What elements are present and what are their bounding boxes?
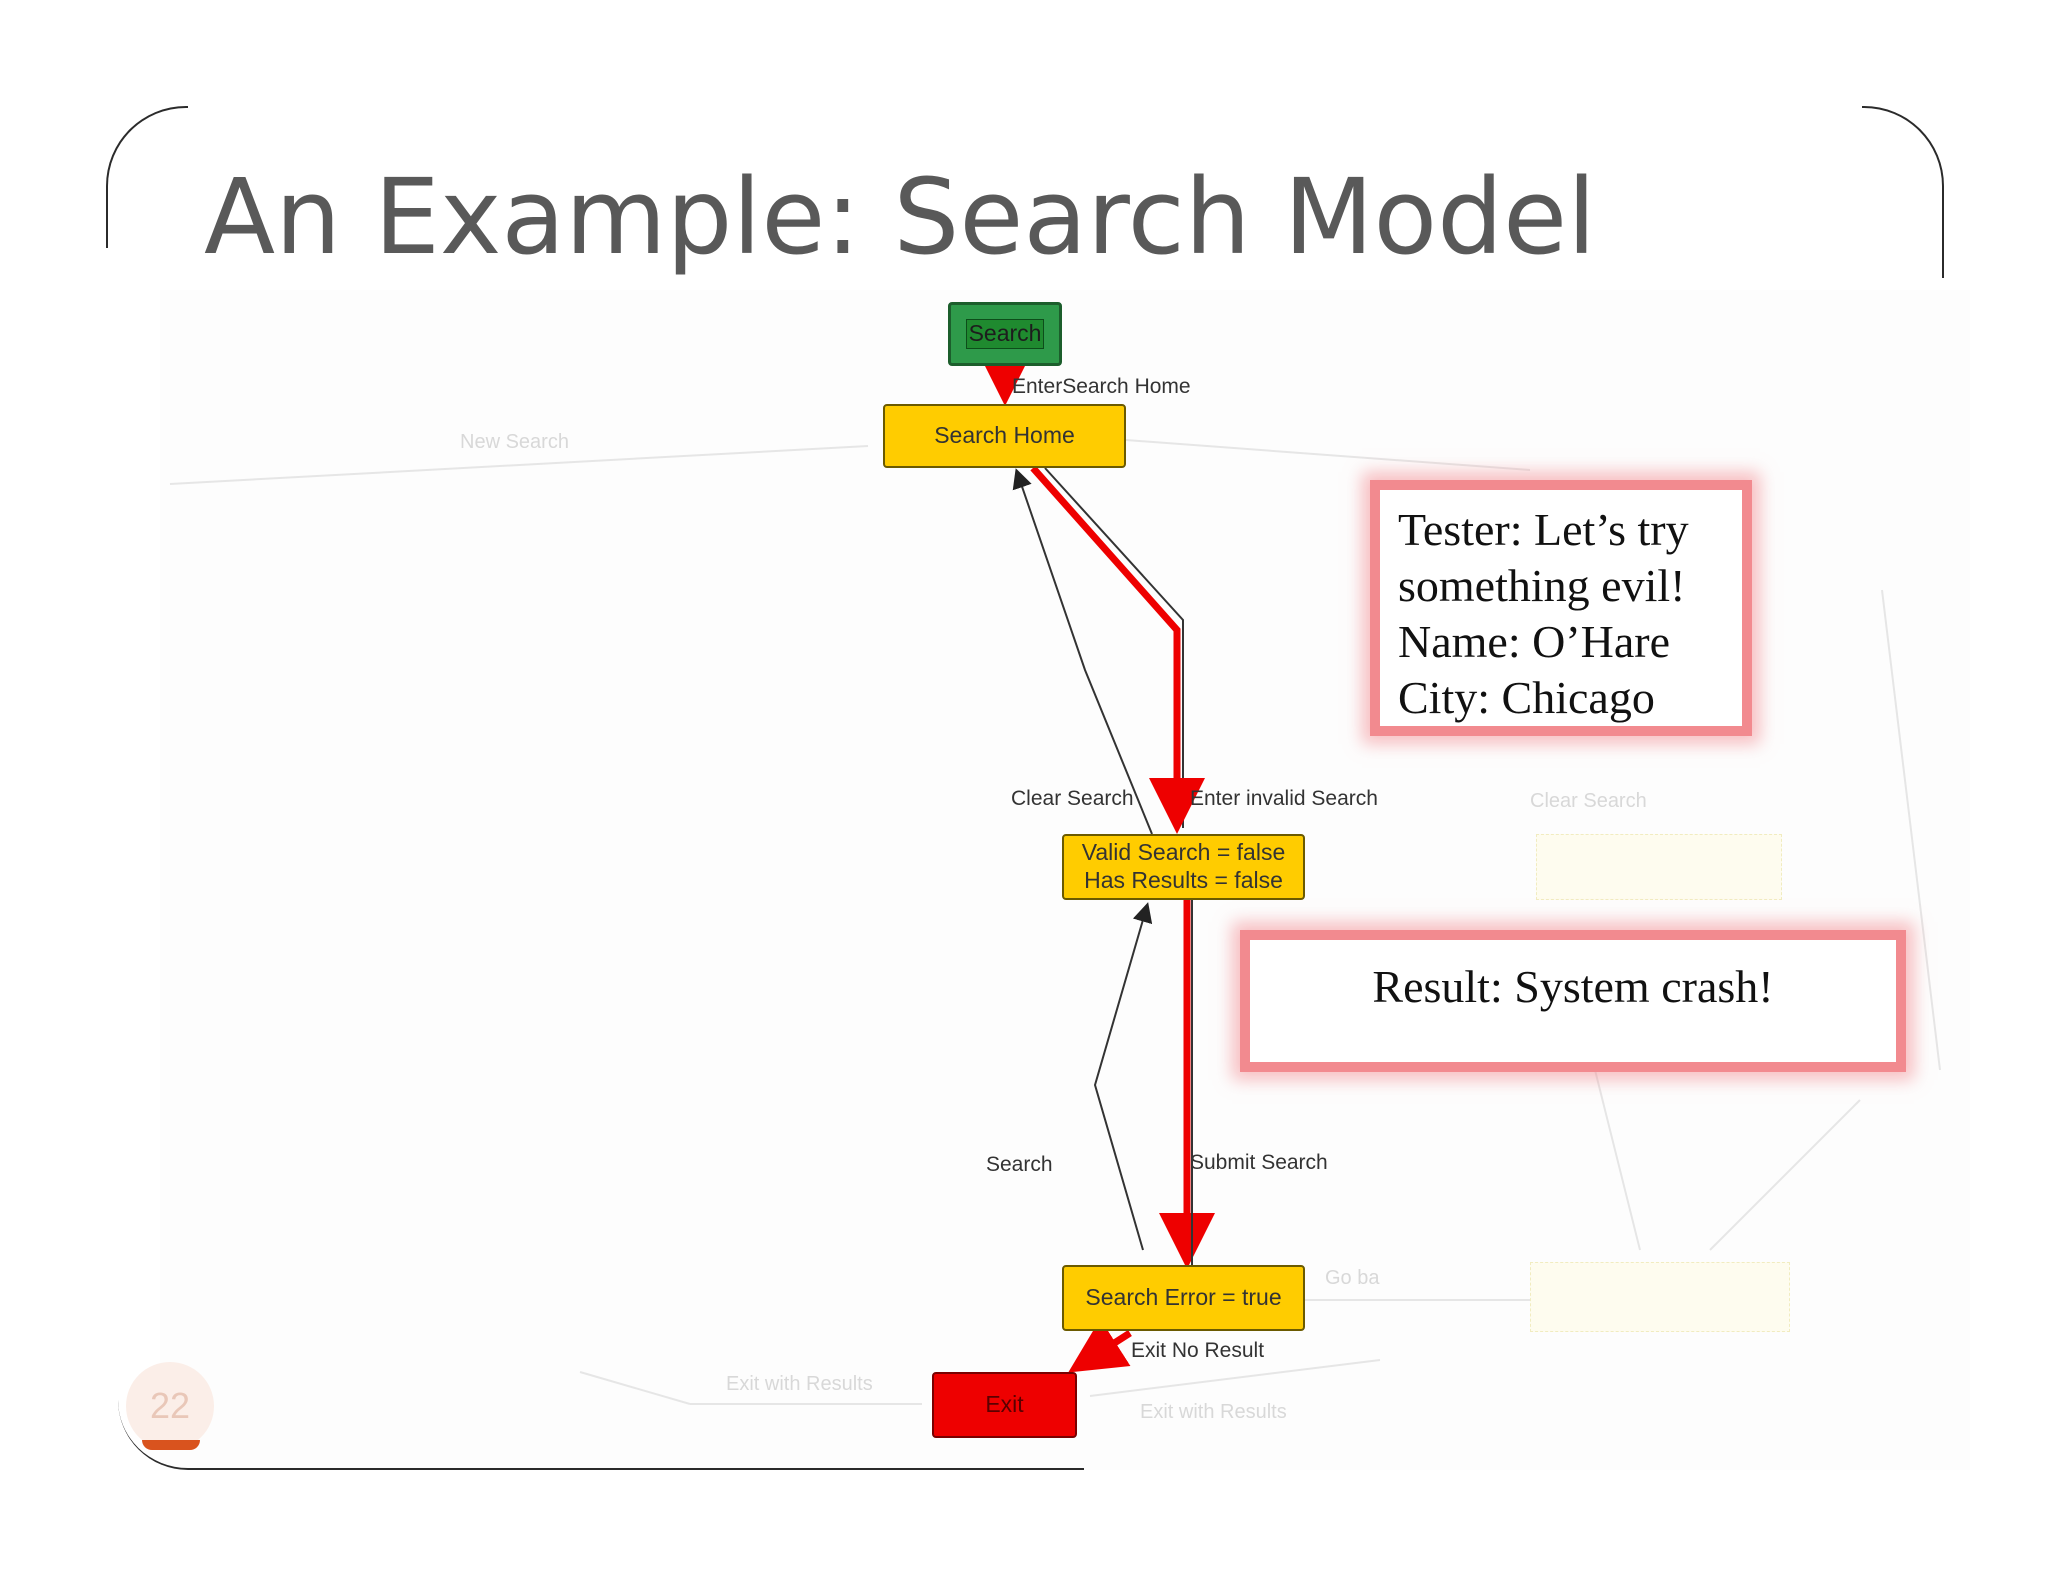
node-invalid-search: Valid Search = false Has Results = false — [1062, 834, 1305, 900]
callout-result-text: Result: System crash! — [1372, 961, 1774, 1012]
callout-tester-line-2: something evil! — [1398, 560, 1686, 611]
node-search: Search — [948, 302, 1062, 366]
edge-label-enter-invalid-search: Enter invalid Search — [1190, 787, 1378, 810]
edge-search-home-to-invalid — [1044, 467, 1184, 828]
faded-label-clear-search: Clear Search — [1530, 790, 1647, 812]
edge-label-clear-search: Clear Search — [1011, 787, 1134, 810]
edge-label-search: Search — [986, 1153, 1053, 1176]
faded-label-exit-with-results: Exit with Results — [1140, 1401, 1287, 1423]
node-search-home-label: Search Home — [934, 422, 1075, 449]
node-search-label: Search — [965, 319, 1045, 349]
node-invalid-line-1: Valid Search = false — [1081, 839, 1286, 866]
faded-label-go-back: Go ba — [1325, 1267, 1380, 1289]
node-search-error: Search Error = true — [1062, 1265, 1305, 1331]
callout-tester-line-3: Name: O’Hare — [1398, 616, 1671, 667]
faded-edges — [169, 439, 1941, 1405]
slide-title: An Example: Search Model — [204, 156, 1597, 278]
page-number-badge: 22 — [126, 1362, 214, 1450]
page-number: 22 — [149, 1385, 191, 1426]
faded-node — [1536, 834, 1782, 900]
node-search-error-label: Search Error = true — [1085, 1284, 1282, 1311]
callout-tester-line-1: Tester: Let’s try — [1398, 504, 1689, 555]
faded-node — [1530, 1262, 1790, 1332]
callout-tester-line-4: City: Chicago — [1398, 672, 1655, 723]
edge-label-submit-search: Submit Search — [1190, 1151, 1328, 1174]
callout-tester: Tester: Let’s try something evil! Name: … — [1370, 480, 1752, 736]
node-invalid-line-2: Has Results = false — [1084, 867, 1283, 893]
callout-result: Result: System crash! — [1240, 930, 1906, 1072]
node-search-home: Search Home — [883, 404, 1126, 468]
node-exit: Exit — [932, 1372, 1077, 1438]
edge-exit-no-result — [1068, 1318, 1132, 1373]
faded-label-new-search: New Search — [460, 431, 569, 453]
node-exit-label: Exit — [985, 1391, 1024, 1418]
highlight-path-enter-invalid — [1030, 465, 1205, 834]
edge-search-back — [1093, 902, 1153, 1251]
page-number-accent — [142, 1440, 200, 1450]
edge-label-exit-no-result: Exit No Result — [1131, 1339, 1265, 1362]
edge-clear-search — [1012, 468, 1153, 835]
frame-bottom-border — [118, 1380, 1084, 1470]
edge-label-enter-search-home: EnterSearch Home — [1012, 375, 1191, 398]
faded-label-exit-with-results: Exit with Results — [726, 1373, 873, 1395]
